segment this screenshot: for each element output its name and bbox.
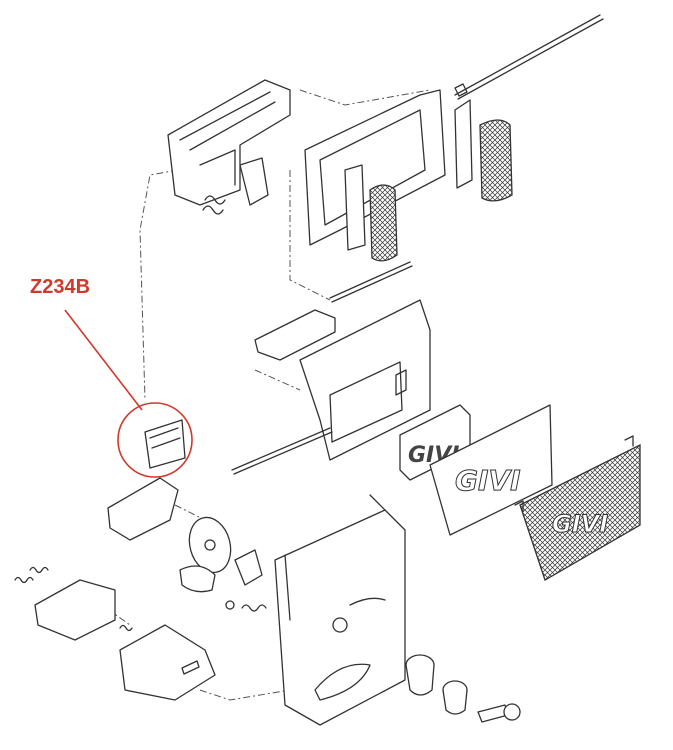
callout-leader-line <box>64 309 143 411</box>
side-cover-mesh-left <box>369 184 398 262</box>
lock-cylinder-insert <box>442 680 468 715</box>
lower-housing <box>274 494 406 726</box>
latch-block <box>34 579 116 641</box>
latch-clip <box>234 549 263 586</box>
logo-text-3: GIVI <box>552 510 608 538</box>
push-button <box>119 624 216 701</box>
hinge-rod-bottom <box>231 427 333 475</box>
latch-mechanism-base <box>167 79 291 215</box>
logo-text-2: GIVI <box>455 464 521 497</box>
spring-left-1 <box>14 576 34 584</box>
hinge-rod-middle <box>329 261 413 303</box>
side-cover-mesh-right <box>479 119 513 202</box>
ball-bearing <box>225 600 235 610</box>
lid-frame <box>304 89 446 251</box>
logo-plate-middle: GIVI <box>429 404 553 536</box>
assembly-guide-lines <box>94 89 431 701</box>
lock-housing <box>107 477 179 541</box>
side-cover-plain <box>454 99 473 189</box>
hinge-rod-top <box>454 14 604 100</box>
spring-left-2 <box>29 566 49 574</box>
lock-cylinder <box>405 654 435 696</box>
front-cover-panel <box>299 299 431 461</box>
spring-center <box>241 604 267 612</box>
cam-disc <box>188 516 232 574</box>
part-number-label: Z234B <box>30 276 91 298</box>
key <box>477 703 521 723</box>
push-button-slot <box>181 660 200 675</box>
callout-circle <box>117 402 193 478</box>
mesh-grille: GIVI <box>514 435 641 581</box>
spring-small <box>119 624 133 632</box>
cam-lever <box>179 565 216 593</box>
latch-slider <box>254 309 336 361</box>
part-z234b <box>144 419 186 469</box>
